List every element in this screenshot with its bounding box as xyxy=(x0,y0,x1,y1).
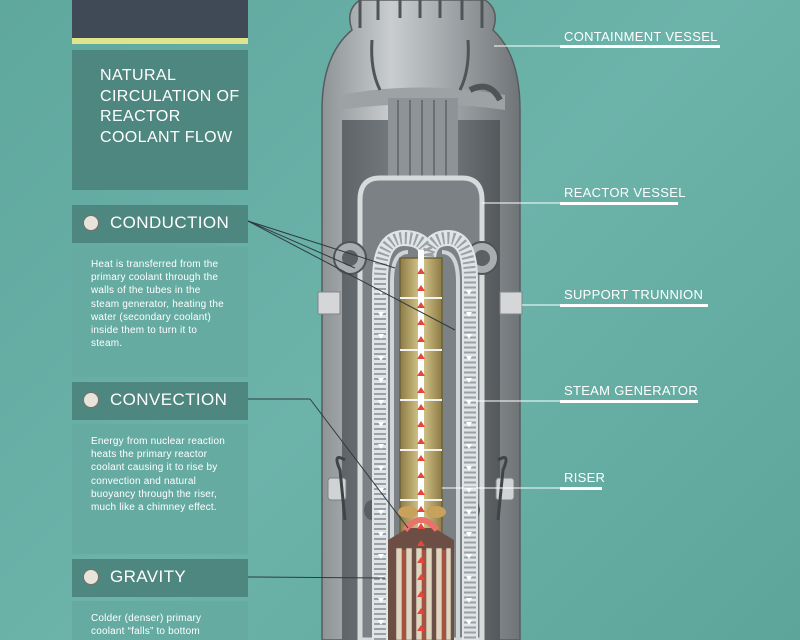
cold-flow-arrow xyxy=(466,554,472,559)
callout-underline xyxy=(560,400,698,403)
cold-flow-arrow xyxy=(466,356,472,361)
hot-flow-arrows xyxy=(417,268,425,631)
coil-tube-icon xyxy=(83,392,99,408)
pointer-lines xyxy=(247,220,456,579)
cold-flow-arrow xyxy=(378,290,384,295)
hot-flow-arrow xyxy=(417,506,425,512)
cold-flow-arrow xyxy=(378,576,384,581)
cold-flow-arrow xyxy=(466,290,472,295)
cold-flow-arrow xyxy=(378,466,384,471)
cold-flow-arrow xyxy=(466,444,472,449)
cold-flow-arrow xyxy=(466,312,472,317)
side-fitting-right xyxy=(495,477,515,501)
hot-flow-arrow xyxy=(417,404,425,410)
section-heading: GRAVITY xyxy=(110,567,187,586)
section-header-convection: CONVECTION xyxy=(72,382,248,420)
cold-flow-arrow xyxy=(378,400,384,405)
cold-flow-arrow xyxy=(378,488,384,493)
panel-top-bar xyxy=(72,0,248,38)
hot-flow-arrow xyxy=(417,472,425,478)
accent-line xyxy=(72,38,248,44)
cold-flow-arrow xyxy=(378,554,384,559)
section-body-convection: Energy from nuclear reaction heats the p… xyxy=(72,424,248,554)
cold-flow-arrow xyxy=(466,466,472,471)
cold-flow-arrow xyxy=(378,510,384,515)
callout-underline xyxy=(560,45,720,48)
cold-flow-arrow xyxy=(466,532,472,537)
section-body-conduction: Heat is transferred from the primary coo… xyxy=(72,247,248,377)
hot-flow-arrow xyxy=(417,421,425,427)
hot-flow-arrow xyxy=(417,268,425,274)
cold-flow-arrow xyxy=(466,334,472,339)
support-trunnion-left xyxy=(317,291,341,315)
coil-tube-icon xyxy=(83,569,99,585)
section-text: Colder (denser) primary coolant “falls” … xyxy=(91,613,202,638)
hot-flow-arrow xyxy=(417,540,425,546)
callout-reactor-vessel: REACTOR VESSEL xyxy=(564,185,686,200)
hot-flow-arrow xyxy=(417,523,425,529)
callout-leaders xyxy=(442,45,560,489)
hot-flow-arrow xyxy=(417,336,425,342)
hot-flow-arrow xyxy=(417,625,425,631)
section-header-gravity: GRAVITY xyxy=(72,559,248,597)
callout-riser: RISER xyxy=(564,470,606,485)
title-box: NATURAL CIRCULATION OF REACTOR COOLANT F… xyxy=(72,50,248,190)
hot-flow-arrow xyxy=(417,574,425,580)
cold-flow-arrow xyxy=(466,422,472,427)
section-header-conduction: CONDUCTION xyxy=(72,205,248,243)
hot-flow-arrow xyxy=(417,455,425,461)
cold-flow-arrow xyxy=(378,334,384,339)
section-text: Energy from nuclear reaction heats the p… xyxy=(91,436,225,514)
cold-flow-arrow xyxy=(378,378,384,383)
callout-support-trunnion: SUPPORT TRUNNION xyxy=(564,287,704,302)
hot-flow-arrow xyxy=(417,302,425,308)
cold-flow-arrow xyxy=(466,378,472,383)
hot-flow-arrow xyxy=(417,370,425,376)
hot-flow-arrow xyxy=(417,387,425,393)
cold-flow-arrow xyxy=(378,356,384,361)
riser-nozzle-right xyxy=(426,506,446,518)
cold-flow-arrow xyxy=(466,488,472,493)
coil-tube-icon xyxy=(83,215,99,231)
hot-flow-arrow xyxy=(417,353,425,359)
cold-flow-arrow xyxy=(466,620,472,625)
callout-steam-generator: STEAM GENERATOR xyxy=(564,383,699,398)
callout-underline xyxy=(560,487,602,490)
section-body-gravity: Colder (denser) primary coolant “falls” … xyxy=(72,601,248,640)
cold-flow-arrow xyxy=(378,422,384,427)
hot-flow-arrow xyxy=(417,591,425,597)
cold-flow-arrow xyxy=(466,576,472,581)
riser-nozzle-left xyxy=(398,506,418,518)
hot-flow-arrow xyxy=(417,438,425,444)
top-hardware xyxy=(358,0,503,102)
panel-title: NATURAL CIRCULATION OF REACTOR COOLANT F… xyxy=(100,67,240,146)
section-heading: CONDUCTION xyxy=(110,213,230,232)
cold-flow-arrow xyxy=(378,444,384,449)
cold-flow-arrow xyxy=(466,510,472,515)
cold-flow-arrow xyxy=(466,598,472,603)
hot-flow-arrow xyxy=(417,319,425,325)
flange-ring-left xyxy=(333,241,367,275)
callout-containment-vessel: CONTAINMENT VESSEL xyxy=(564,29,718,44)
callout-underline xyxy=(560,202,678,205)
hot-flow-arrow xyxy=(417,608,425,614)
hot-flow-arrow xyxy=(417,489,425,495)
hot-flow-arrow xyxy=(417,557,425,563)
section-text: Heat is transferred from the primary coo… xyxy=(91,259,224,350)
cold-flow-arrow xyxy=(378,620,384,625)
cold-flow-arrows xyxy=(378,290,472,625)
cold-flow-arrow xyxy=(378,532,384,537)
callout-underline xyxy=(560,304,708,307)
hot-flow-arrow xyxy=(417,285,425,291)
support-trunnion-right xyxy=(499,291,523,315)
cold-flow-arrow xyxy=(378,312,384,317)
section-heading: CONVECTION xyxy=(110,390,228,409)
cold-flow-arrow xyxy=(378,598,384,603)
